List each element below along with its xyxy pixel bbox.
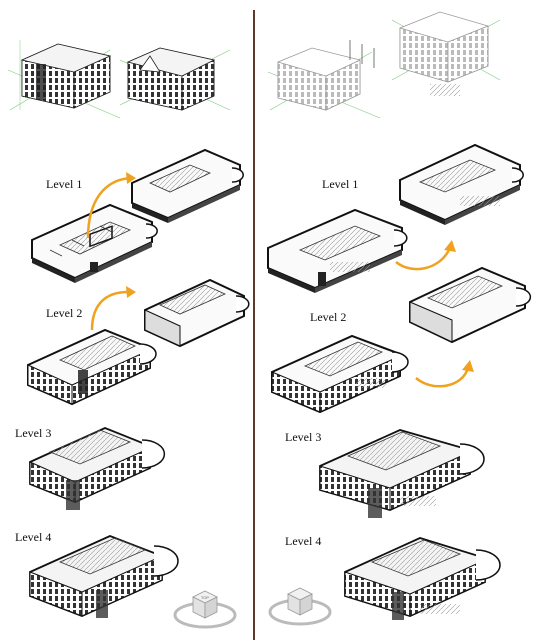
right-level-4-model <box>344 537 501 620</box>
right-level-3-model <box>319 429 485 518</box>
panel-divider <box>253 10 255 640</box>
right-level-1-upper-plan <box>399 143 524 225</box>
left-exterior-view-1 <box>7 40 121 119</box>
left-level-1-upper-plan <box>131 148 244 223</box>
right-exterior-view-1 <box>267 40 381 119</box>
left-level-2-upper-plan <box>144 278 250 348</box>
left-viewcube-label: TOP <box>201 595 209 600</box>
left-level-2-arrow <box>90 290 129 331</box>
right-label-level-4: Level 4 <box>285 534 322 548</box>
left-level-2-arrowhead <box>126 286 136 298</box>
left-level-1-plan <box>31 203 158 283</box>
right-exterior-view-2 <box>391 11 501 96</box>
left-level-4-model <box>29 535 179 618</box>
right-level-1-plan <box>267 208 408 293</box>
right-label-level-2: Level 2 <box>310 310 347 324</box>
right-level-2-plan <box>271 334 409 414</box>
left-label-level-4: Level 4 <box>15 530 52 544</box>
left-level-2-plan <box>27 328 157 406</box>
left-label-level-2: Level 2 <box>46 306 83 320</box>
right-level-2-arrow <box>415 367 470 388</box>
left-viewcube: TOP <box>173 590 237 629</box>
right-level-2-arrowhead <box>462 360 474 372</box>
left-level-1-arrowhead <box>126 172 136 184</box>
right-label-level-1: Level 1 <box>322 177 359 191</box>
right-level-1-arrowhead <box>444 240 456 252</box>
left-level-1-arrow <box>86 176 131 239</box>
right-level-2-upper-plan <box>409 266 532 344</box>
left-level-3-model <box>29 427 166 510</box>
right-level-1-arrow <box>395 247 452 271</box>
left-label-level-3: Level 3 <box>15 426 52 440</box>
right-label-level-3: Level 3 <box>285 430 322 444</box>
left-label-level-1: Level 1 <box>46 177 83 191</box>
left-exterior-view-2 <box>119 47 231 111</box>
right-viewcube <box>268 587 332 626</box>
